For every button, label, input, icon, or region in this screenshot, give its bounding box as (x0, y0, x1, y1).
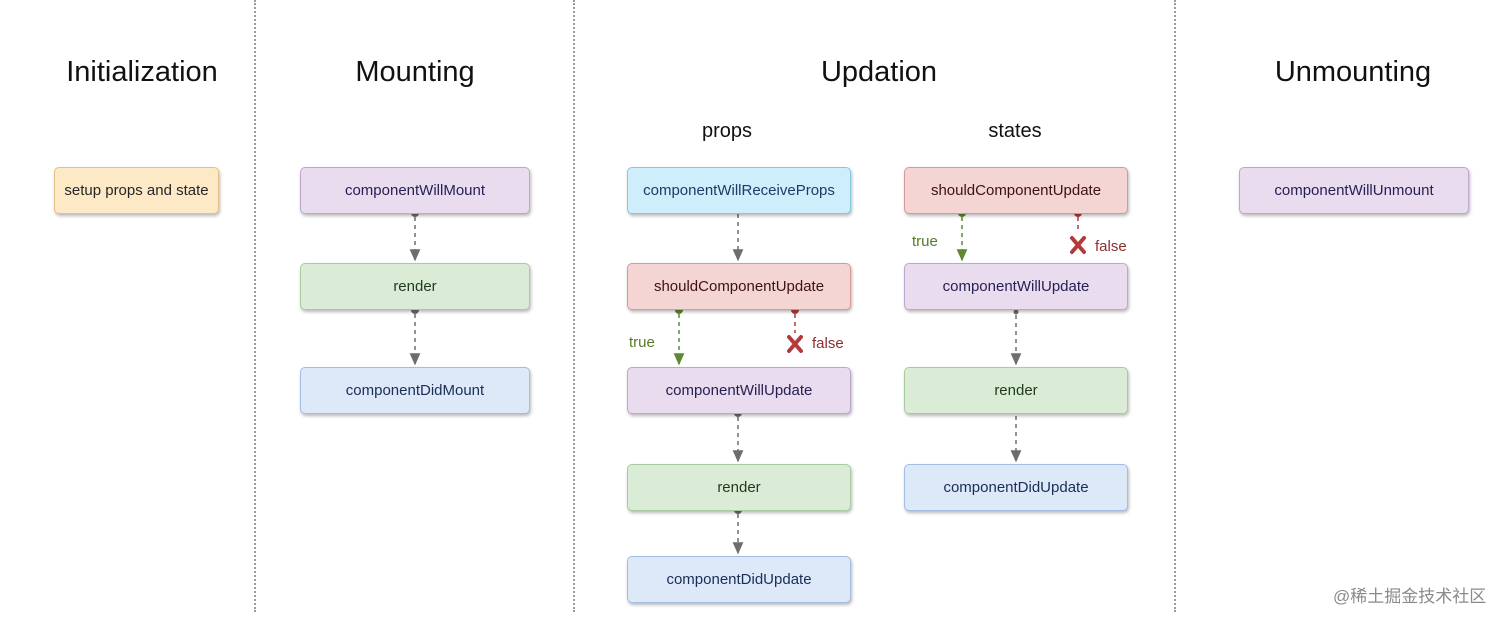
box-props-should-component-update: shouldComponentUpdate (627, 263, 851, 310)
box-props-component-did-update: componentDidUpdate (627, 556, 851, 603)
false-cross-icon (787, 335, 803, 353)
box-setup-props-and-state: setup props and state (54, 167, 219, 214)
box-states-component-did-update: componentDidUpdate (904, 464, 1128, 511)
heading-updation: Updation (820, 56, 938, 88)
box-mounting-component-will-mount: componentWillMount (300, 167, 530, 214)
heading-mounting: Mounting (355, 56, 475, 88)
watermark: @稀土掘金技术社区 (1333, 587, 1487, 606)
box-props-component-will-update: componentWillUpdate (627, 367, 851, 414)
box-props-component-will-receive-props: componentWillReceiveProps (627, 167, 851, 214)
props-true-label: true (629, 334, 655, 351)
heading-unmounting: Unmounting (1274, 56, 1432, 88)
box-mounting-component-did-mount: componentDidMount (300, 367, 530, 414)
box-component-will-unmount: componentWillUnmount (1239, 167, 1469, 214)
props-false-label: false (812, 335, 844, 352)
divider-updation-unmounting (1174, 0, 1176, 612)
states-false-label: false (1095, 238, 1127, 255)
divider-initialization-mounting (254, 0, 256, 612)
divider-mounting-updation (573, 0, 575, 612)
box-states-should-component-update: shouldComponentUpdate (904, 167, 1128, 214)
subheading-props: props (701, 120, 753, 142)
subheading-states: states (988, 120, 1042, 142)
box-states-component-will-update: componentWillUpdate (904, 263, 1128, 310)
false-cross-icon (1070, 236, 1086, 254)
states-connectors (956, 209, 1086, 463)
heading-initialization: Initialization (66, 56, 218, 88)
states-true-label: true (912, 233, 938, 250)
box-props-render: render (627, 464, 851, 511)
box-states-render: render (904, 367, 1128, 414)
box-mounting-render: render (300, 263, 530, 310)
